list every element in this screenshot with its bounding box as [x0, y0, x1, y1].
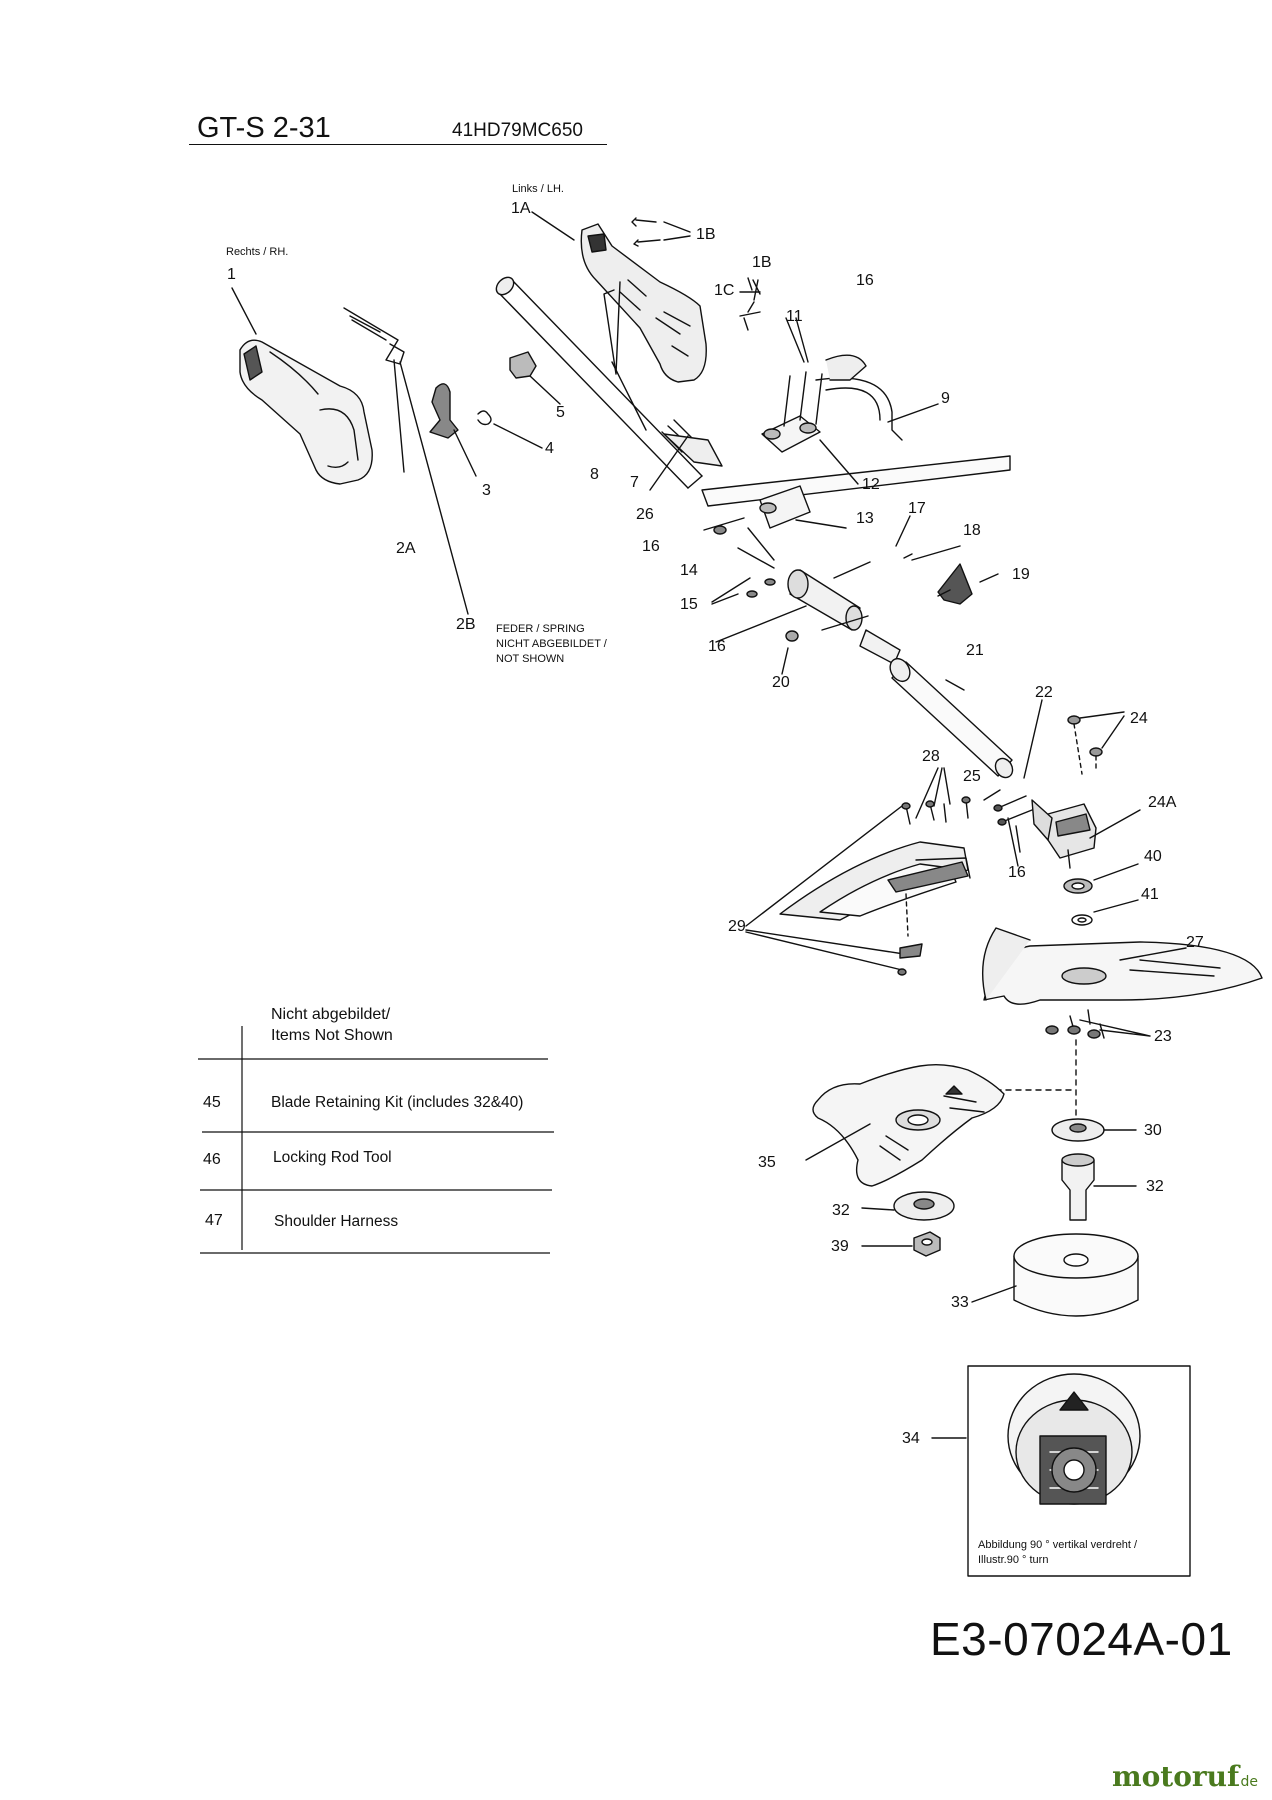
spring-note-line3: NOT SHOWN: [496, 653, 565, 665]
part-label: 16: [856, 272, 874, 289]
handle-left-part: [580, 223, 707, 383]
spring-note-line1: FEDER / SPRING: [496, 623, 585, 635]
table-row-desc: Blade Retaining Kit (includes 32&40): [271, 1094, 524, 1111]
part-number: 41HD79MC650: [452, 120, 583, 141]
loop-handle-part: [701, 354, 1011, 507]
right-handle-note: Rechts / RH.: [226, 246, 289, 258]
part-label: 14: [680, 562, 698, 579]
coupler-part: [787, 569, 863, 631]
throttle-cable-part: [343, 307, 405, 365]
part-label: 15: [680, 596, 698, 613]
model-title: GT-S 2-31: [197, 112, 331, 144]
guard-part: [981, 927, 1263, 1005]
table-row-desc: Shoulder Harness: [274, 1213, 399, 1230]
part-label: 2A: [396, 540, 416, 557]
spacer-ring-part: [1013, 1233, 1139, 1317]
part-label: 21: [966, 642, 984, 659]
part-label: 7: [630, 474, 639, 491]
part-label: 3: [482, 482, 491, 499]
part-label: 32: [832, 1202, 850, 1219]
part-label: 8: [590, 466, 599, 483]
header-underline: [189, 144, 607, 145]
brand-logo: motoruf: [1112, 1760, 1240, 1793]
table-row-desc: Locking Rod Tool: [273, 1149, 392, 1166]
part-label: 18: [963, 522, 981, 539]
table-row-num: 47: [205, 1212, 223, 1229]
handle-right-part: [239, 339, 373, 485]
part-label: 9: [941, 390, 950, 407]
part-label: 29: [728, 918, 746, 935]
blade-part: [812, 1063, 1005, 1187]
part-label: 5: [556, 404, 565, 421]
table-row-num: 45: [203, 1094, 221, 1111]
part-label: 12: [862, 476, 880, 493]
part-label: 16: [642, 538, 660, 555]
inset-note-line1: Abbildung 90 ° vertikal verdreht /: [978, 1539, 1138, 1551]
clamp-part: [759, 415, 821, 529]
table-row-num: 46: [203, 1151, 221, 1168]
table-title-line2: Items Not Shown: [271, 1027, 393, 1044]
not-shown-table-lines: [198, 1026, 554, 1254]
part-label: 26: [636, 506, 654, 523]
table-title-line1: Nicht abgebildet/: [271, 1006, 391, 1023]
part-label: 34: [902, 1430, 920, 1447]
spring-note-line2: NICHT ABGEBILDET /: [496, 638, 607, 650]
part-label: 28: [922, 748, 940, 765]
part-label: 1: [227, 266, 236, 283]
part-label: 40: [1144, 848, 1162, 865]
clip-part: [509, 351, 537, 379]
trigger-part: [429, 383, 459, 439]
part-label: 32: [1146, 1178, 1164, 1195]
part-label: 1B: [752, 254, 772, 271]
part-label: 17: [908, 500, 926, 517]
left-handle-note: Links / LH.: [512, 183, 564, 195]
part-label: 33: [951, 1294, 969, 1311]
part-label: 13: [856, 510, 874, 527]
part-label: 11: [786, 308, 803, 325]
spring-part: [477, 410, 492, 426]
part-label: 4: [545, 440, 554, 457]
part-label: 25: [963, 768, 981, 785]
part-label: 24: [1130, 710, 1148, 727]
part-label: 23: [1154, 1028, 1172, 1045]
document-code: E3-07024A-01: [930, 1613, 1233, 1665]
part-label: 30: [1144, 1122, 1162, 1139]
part-label: 35: [758, 1154, 776, 1171]
part-label: 39: [831, 1238, 849, 1255]
part-label: 16: [708, 638, 726, 655]
guard-extension-part: [779, 841, 971, 921]
part-label: 1C: [714, 282, 735, 299]
part-label: 22: [1035, 684, 1053, 701]
part-label: 19: [1012, 566, 1030, 583]
lower-shaft-part: [889, 657, 1014, 779]
part-label: 20: [772, 674, 790, 691]
gear-head-part: [1031, 799, 1097, 869]
part-label: 1A: [511, 200, 531, 217]
part-label: 16: [1008, 864, 1026, 881]
part-label: 1B: [696, 226, 716, 243]
brand-logo-tld: .de: [1236, 1774, 1258, 1790]
trimmer-head-inset: [967, 1365, 1191, 1577]
part-label: 27: [1186, 934, 1204, 951]
inset-note-line2: Illustr.90 ° turn: [978, 1554, 1049, 1566]
part-label: 41: [1141, 886, 1159, 903]
part-label: 24A: [1148, 794, 1177, 811]
part-label: 2B: [456, 616, 476, 633]
